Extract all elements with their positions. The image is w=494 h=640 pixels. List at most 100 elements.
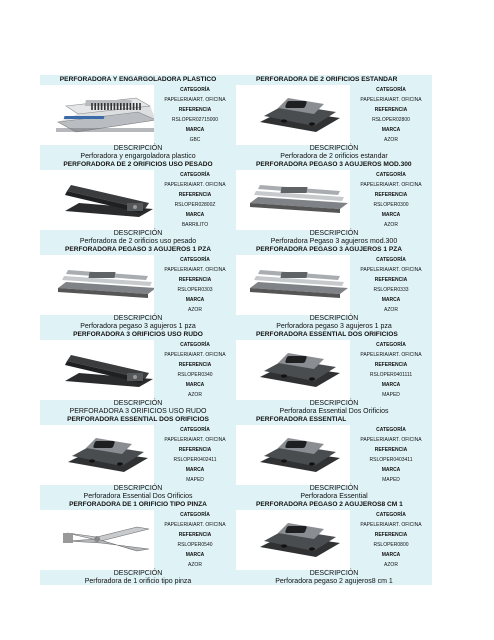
description-block: DESCRIPCIÓN PERFORADORA 3 ORIFICIOS USO … [40, 400, 236, 415]
product-details: CATEGORÍA PAPELERIA/ART. OFICINA REFEREN… [154, 85, 236, 145]
description-label: DESCRIPCIÓN [113, 485, 163, 492]
product-title: PERFORADORA PEGASO 3 AGUJEROS MOD.300 [236, 160, 432, 170]
category-value: PAPELERIA/ART. OFICINA [164, 97, 226, 103]
category-value: PAPELERIA/ART. OFICINA [164, 522, 226, 528]
reference-label: REFERENCIA [374, 107, 408, 113]
reference-label: REFERENCIA [178, 532, 212, 538]
brand-value: GBC [189, 137, 201, 143]
reference-label: REFERENCIA [374, 362, 408, 368]
category-label: CATEGORÍA [180, 512, 210, 518]
reference-value: RSLOPER0300 [373, 202, 409, 208]
description-block: DESCRIPCIÓN Perforadora Essential [236, 485, 432, 500]
category-label: CATEGORÍA [376, 257, 406, 263]
category-value: PAPELERIA/ART. OFICINA [360, 267, 422, 273]
brand-label: MARCA [185, 127, 205, 133]
product-image [50, 172, 164, 228]
description-block: DESCRIPCIÓN Perforadora de 2 orificios u… [40, 230, 236, 245]
description-label: DESCRIPCIÓN [309, 400, 359, 407]
reference-value: RSLOPER02715000 [171, 117, 219, 123]
brand-label: MARCA [381, 552, 401, 558]
brand-label: MARCA [381, 467, 401, 473]
description-block: DESCRIPCIÓN Perforadora pegaso 2 agujero… [236, 570, 432, 585]
product-title: PERFORADORA DE 2 ORIFICIOS ESTANDAR [236, 75, 432, 85]
product-details: CATEGORÍA PAPELERIA/ART. OFICINA REFEREN… [154, 425, 236, 485]
brand-value: BARRILITO [181, 222, 209, 228]
reference-value: RSLOPER0540 [177, 542, 213, 548]
description-label: DESCRIPCIÓN [113, 570, 163, 577]
description-label: DESCRIPCIÓN [309, 315, 359, 322]
description-text: Perforadora pegaso 3 agujeros 1 pza [276, 322, 392, 330]
three-hole-punch-icon [244, 173, 354, 228]
product-card: PERFORADORA ESSENTIAL DOS ORIFICIOS CATE… [236, 330, 432, 415]
category-label: CATEGORÍA [376, 87, 406, 93]
two-hole-punch-icon [254, 513, 344, 568]
product-title: PERFORADORA Y ENGARGOLADORA PLASTICO [40, 75, 236, 85]
product-details: CATEGORÍA PAPELERIA/ART. OFICINA REFEREN… [350, 340, 432, 400]
brand-label: MARCA [381, 212, 401, 218]
description-text: Perforadora de 2 orificios estandar [280, 152, 388, 160]
category-label: CATEGORÍA [180, 257, 210, 263]
description-text: Perforadora de 2 orificios uso pesado [79, 237, 197, 245]
brand-value: AZOR [384, 307, 398, 313]
brand-label: MARCA [381, 382, 401, 388]
description-label: DESCRIPCIÓN [113, 400, 163, 407]
description-block: DESCRIPCIÓN Perforadora Essential Dos Or… [40, 485, 236, 500]
reference-value: RSLOPER02800 [372, 117, 410, 123]
description-text: Perforadora y engargoladora plastico [80, 152, 196, 160]
reference-value: RSLOPER02800Z [174, 202, 216, 208]
brand-value: AZOR [384, 562, 398, 568]
heavy-duty-punch-icon [57, 343, 157, 398]
brand-value: AZOR [384, 222, 398, 228]
category-label: CATEGORÍA [376, 342, 406, 348]
brand-value: AZOR [188, 562, 202, 568]
category-label: CATEGORÍA [180, 342, 210, 348]
product-image [242, 87, 356, 143]
brand-label: MARCA [185, 212, 205, 218]
product-card: PERFORADORA PEGASO 2 AGUJEROS8 CM 1 CATE… [236, 500, 432, 585]
product-details: CATEGORÍA PAPELERIA/ART. OFICINA REFEREN… [350, 170, 432, 230]
product-image [242, 427, 356, 483]
product-details: CATEGORÍA PAPELERIA/ART. OFICINA REFEREN… [154, 170, 236, 230]
product-card: PERFORADORA DE 2 ORIFICIOS ESTANDAR CATE… [236, 75, 432, 160]
description-block: DESCRIPCIÓN Perforadora de 1 orificio ti… [40, 570, 236, 585]
reference-value: RSLOPER0333 [373, 287, 409, 293]
description-label: DESCRIPCIÓN [309, 145, 359, 152]
reference-label: REFERENCIA [374, 192, 408, 198]
category-value: PAPELERIA/ART. OFICINA [164, 267, 226, 273]
category-value: PAPELERIA/ART. OFICINA [360, 437, 422, 443]
category-label: CATEGORÍA [180, 87, 210, 93]
product-details: CATEGORÍA PAPELERIA/ART. OFICINA REFEREN… [350, 255, 432, 315]
reference-label: REFERENCIA [178, 447, 212, 453]
two-hole-punch-icon [254, 343, 344, 398]
category-label: CATEGORÍA [376, 172, 406, 178]
product-image [242, 342, 356, 398]
product-title: PERFORADORA 3 ORIFICIOS USO RUDO [40, 330, 236, 340]
two-hole-punch-icon [254, 88, 344, 143]
category-value: PAPELERIA/ART. OFICINA [360, 97, 422, 103]
product-title: PERFORADORA PEGASO 3 AGUJEROS 1 PZA [236, 245, 432, 255]
product-details: CATEGORÍA PAPELERIA/ART. OFICINA REFEREN… [350, 85, 432, 145]
brand-label: MARCA [185, 467, 205, 473]
brand-value: AZOR [188, 307, 202, 313]
product-card: PERFORADORA ESSENTIAL CATEGORÍA PAPELERI… [236, 415, 432, 500]
description-block: DESCRIPCIÓN Perforadora Pegaso 3 agujero… [236, 230, 432, 245]
brand-label: MARCA [185, 297, 205, 303]
two-hole-punch-icon [254, 428, 344, 483]
product-details: CATEGORÍA PAPELERIA/ART. OFICINA REFEREN… [154, 340, 236, 400]
description-label: DESCRIPCIÓN [113, 145, 163, 152]
description-label: DESCRIPCIÓN [113, 230, 163, 237]
product-details: CATEGORÍA PAPELERIA/ART. OFICINA REFEREN… [154, 510, 236, 570]
product-image [50, 257, 164, 313]
product-details: CATEGORÍA PAPELERIA/ART. OFICINA REFEREN… [350, 425, 432, 485]
description-text: Perforadora Essential [300, 492, 368, 500]
plier-punch-icon [57, 513, 157, 568]
product-catalog-grid: PERFORADORA Y ENGARGOLADORA PLASTICO CAT… [40, 75, 432, 585]
product-details: CATEGORÍA PAPELERIA/ART. OFICINA REFEREN… [154, 255, 236, 315]
description-text: Perforadora pegaso 3 agujeros 1 pza [80, 322, 196, 330]
description-text: Perforadora Essential Dos Orificios [279, 407, 389, 415]
description-block: DESCRIPCIÓN Perforadora de 2 orificios e… [236, 145, 432, 160]
product-card: PERFORADORA PEGASO 3 AGUJEROS 1 PZA CATE… [236, 245, 432, 330]
product-card: PERFORADORA PEGASO 3 AGUJEROS MOD.300 CA… [236, 160, 432, 245]
reference-value: RSLOPER0340 [177, 372, 213, 378]
description-text: Perforadora pegaso 2 agujeros8 cm 1 [275, 577, 393, 585]
